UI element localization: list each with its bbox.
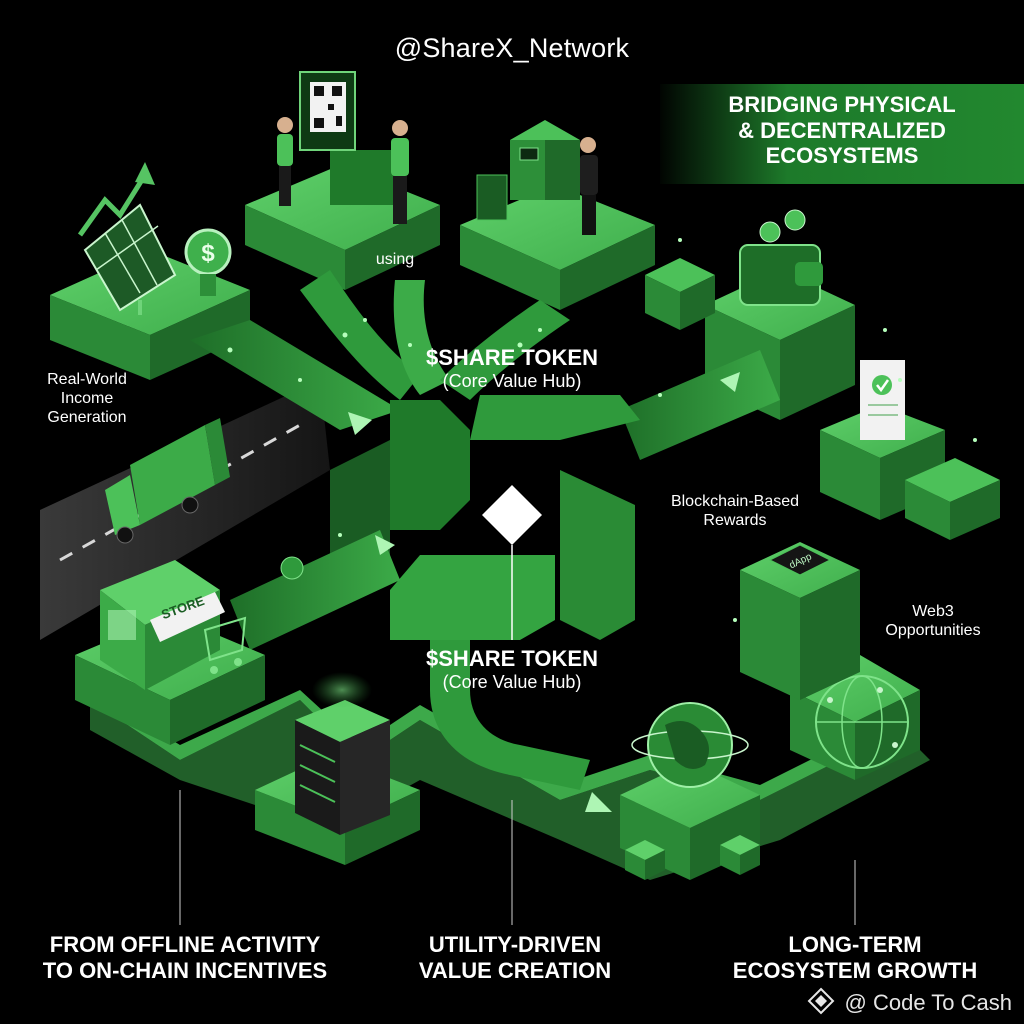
watermark-text: @ Code To Cash: [844, 990, 1012, 1015]
label-rewards: Blockchain-Based Rewards: [645, 492, 825, 530]
hub-center-title: $SHARE TOKEN: [426, 646, 598, 671]
label-rewards-line-1: Blockchain-Based: [670, 493, 800, 510]
label-income: Real-World Income Generation: [22, 370, 152, 428]
network-globe-icon: [815, 675, 909, 769]
flow-rewards: [620, 350, 780, 460]
hub-diamond-icon: [482, 485, 542, 640]
dapp-chip-icon: [768, 544, 832, 576]
store-icon: [100, 560, 225, 690]
headline-text: BRIDGING PHYSICAL & DECENTRALIZED ECOSYS…: [672, 92, 1012, 169]
label-web3-line-1: Web3: [912, 603, 954, 620]
bottom-left-line-1: FROM OFFLINE ACTIVITY: [49, 932, 321, 957]
qr-code-icon: [299, 71, 356, 151]
brand-handle: @ShareX_Network: [394, 33, 630, 63]
person-man-icon: [391, 120, 409, 224]
receipt-block: [820, 405, 1000, 540]
svg-text:$: $: [201, 240, 215, 267]
hub-top-label: $SHARE TOKEN (Core Value Hub): [412, 345, 612, 393]
flow-commerce: [230, 530, 400, 650]
label-rewards-line-2: Rewards: [703, 512, 767, 530]
bottom-left-line-2: TO ON-CHAIN INCENTIVES: [42, 958, 328, 984]
bottom-title-right: LONG-TERM ECOSYSTEM GROWTH: [705, 932, 1005, 985]
globe-block: [620, 762, 760, 880]
bottom-middle-line-1: UTILITY-DRIVEN: [428, 932, 602, 957]
flow-income: [190, 320, 400, 435]
label-web3-line-2: Opportunities: [885, 622, 981, 640]
flow-center-down: [430, 640, 612, 812]
headline-banner: [660, 84, 1024, 184]
globe-icon: [631, 702, 749, 788]
headline-line-3: ECOSYSTEMS: [765, 143, 919, 169]
label-income-line-1: Real-World: [47, 371, 127, 388]
delivery-truck-icon: [105, 418, 230, 544]
label-web3: Web3 Opportunities: [868, 602, 998, 640]
label-income-line-3: Generation: [47, 409, 127, 427]
shopping-cart-icon: [203, 616, 247, 674]
computer-block: [460, 185, 655, 310]
bottom-title-left: FROM OFFLINE ACTIVITY TO ON-CHAIN INCENT…: [20, 932, 350, 985]
headline-line-2: & DECENTRALIZED: [738, 117, 946, 143]
hub-hexagon: [330, 395, 640, 640]
hub-top-title: $SHARE TOKEN: [426, 345, 598, 370]
bottom-title-middle: UTILITY-DRIVEN VALUE CREATION: [395, 932, 635, 985]
dollar-coin-icon: $: [184, 228, 232, 296]
hub-center-label: $SHARE TOKEN (Core Value Hub): [412, 646, 612, 694]
computer-terminal-icon: [476, 120, 580, 221]
label-income-line-2: Income: [60, 390, 114, 408]
glow-particles: [227, 238, 977, 622]
server-rack-icon: [295, 672, 390, 835]
flow-top-left: [300, 270, 450, 400]
hub-top-subtitle: (Core Value Hub): [442, 371, 582, 392]
wallet-icon: [739, 209, 823, 306]
qr-block: [245, 150, 440, 290]
bottom-right-line-2: ECOSYSTEM GROWTH: [732, 958, 978, 984]
headline-line-1: BRIDGING PHYSICAL: [728, 92, 956, 117]
hub-center-subtitle: (Core Value Hub): [442, 672, 582, 693]
solar-panel-icon: [83, 203, 177, 315]
operator-icon: [580, 137, 598, 235]
label-using: using: [375, 251, 415, 268]
leader-lines: [179, 790, 856, 925]
network-block: [790, 655, 920, 780]
decor-cubes: [625, 835, 760, 880]
bottom-middle-line-2: VALUE CREATION: [418, 958, 612, 984]
flow-top-right: [440, 300, 570, 400]
bottom-right-line-1: LONG-TERM: [788, 932, 922, 957]
person-woman-icon: [277, 117, 293, 206]
receipt-check-icon: [860, 360, 905, 440]
growth-arrow-icon: [77, 162, 155, 237]
watermark-logo-icon: [807, 987, 835, 1015]
